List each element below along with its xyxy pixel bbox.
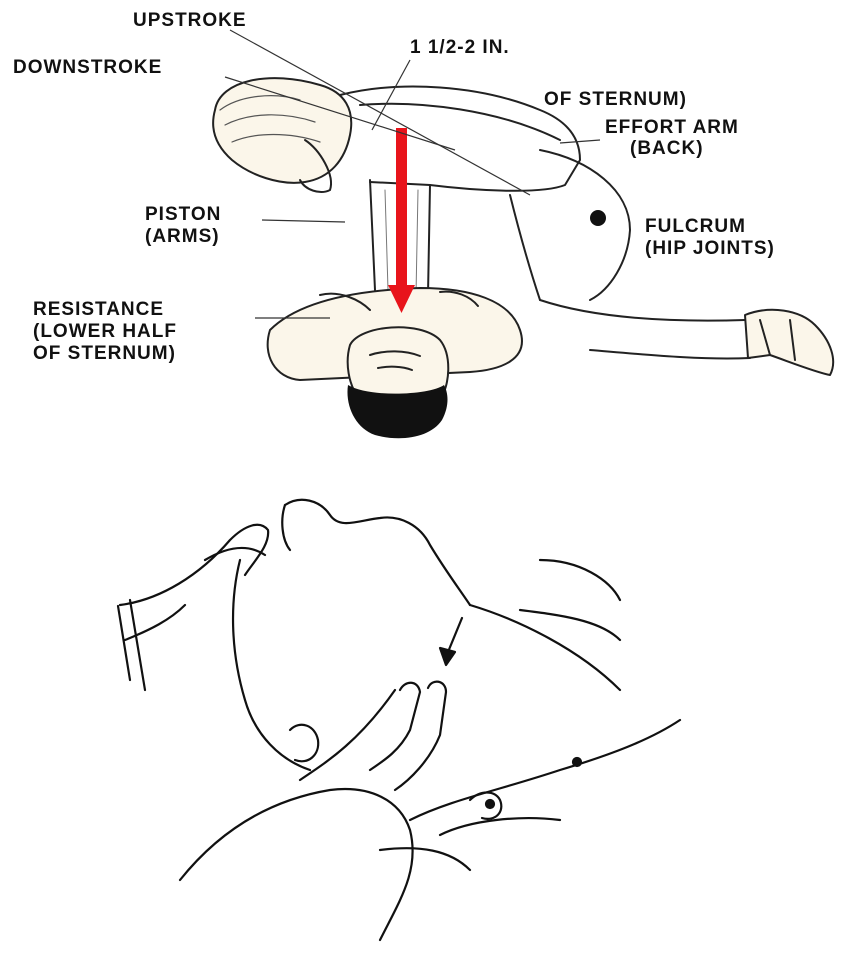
label-effort-arm: EFFORT ARM xyxy=(605,117,739,138)
label-resistance: RESISTANCE xyxy=(33,299,164,320)
label-effort-arm-back: (BACK) xyxy=(630,138,704,159)
label-fulcrum-hip-joints: (HIP JOINTS) xyxy=(645,238,775,259)
label-resistance-of-sternum: OF STERNUM) xyxy=(33,343,176,364)
label-piston-arms: (ARMS) xyxy=(145,226,220,247)
pulse-check-illustration xyxy=(118,500,680,940)
label-downstroke: DOWNSTROKE xyxy=(13,57,162,78)
label-piston: PISTON xyxy=(145,204,221,225)
label-compression-depth: 1 1/2-2 IN. xyxy=(410,37,510,58)
label-of-sternum-top: OF STERNUM) xyxy=(544,89,687,110)
label-fulcrum: FULCRUM xyxy=(645,216,746,237)
compression-arrow-shaft xyxy=(396,128,407,288)
label-upstroke: UPSTROKE xyxy=(133,10,247,31)
label-resistance-lower-half: (LOWER HALF xyxy=(33,321,177,342)
